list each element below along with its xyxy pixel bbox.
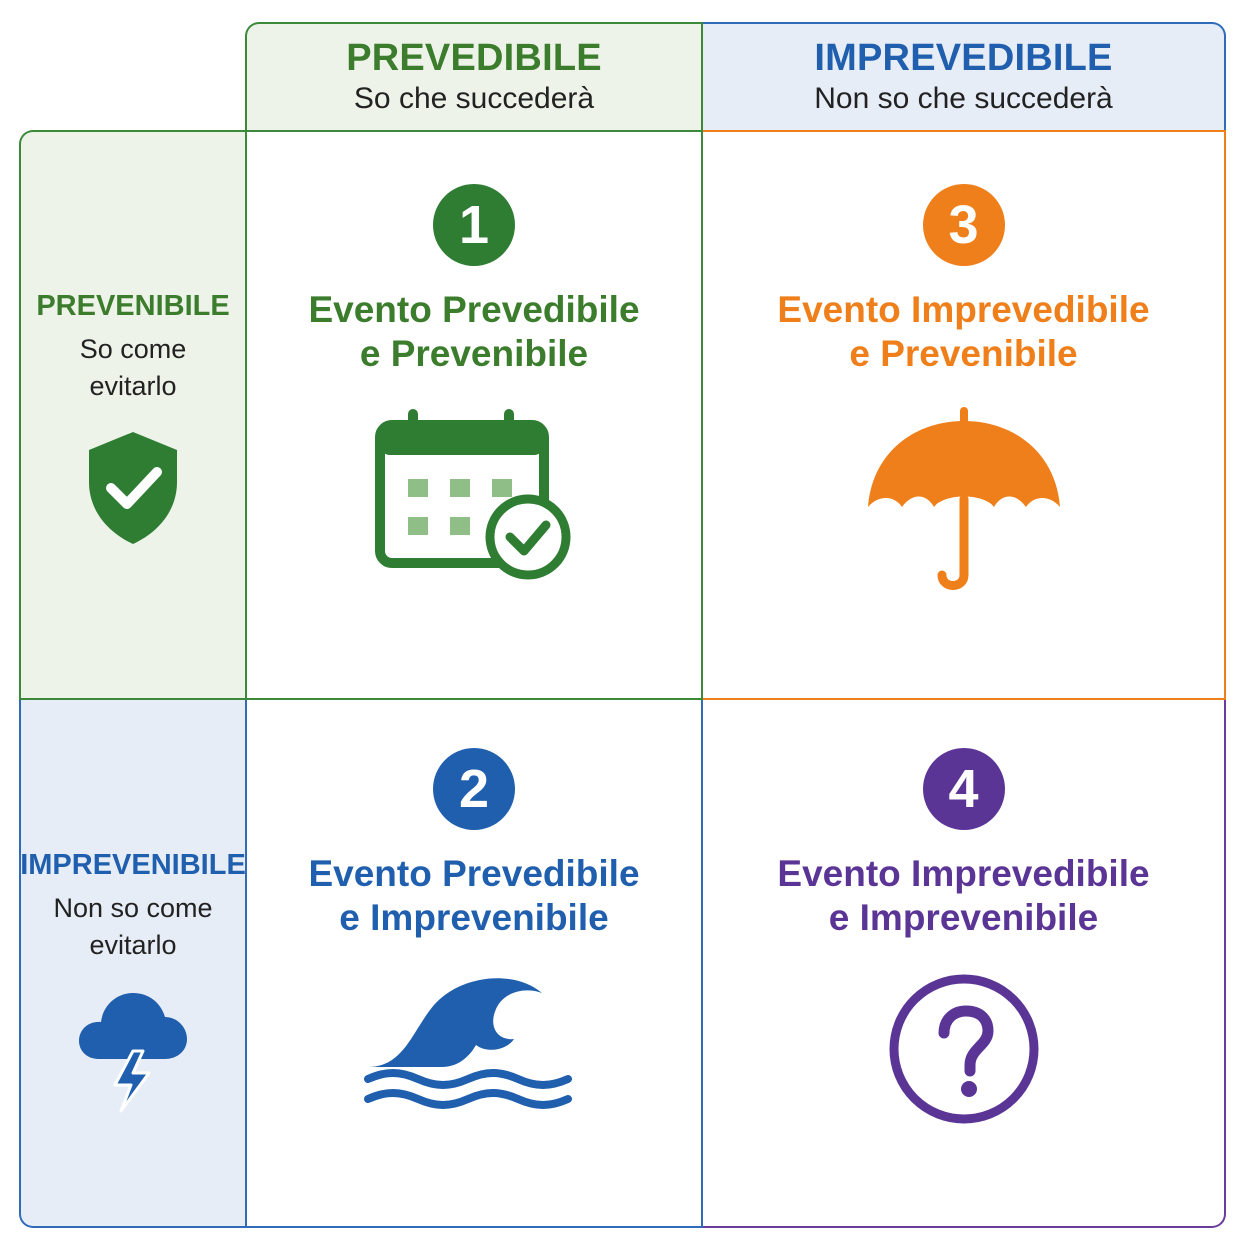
quadrant-title-line: Evento Imprevedibile [777, 853, 1150, 894]
umbrella-icon [864, 406, 1064, 602]
quadrant-title: Evento Prevedibile e Imprevenibile [308, 852, 639, 941]
question-circle-icon [886, 971, 1042, 1132]
quadrant-prevedibile-prevenibile: 1 Evento Prevedibile e Prevenibile [245, 130, 703, 700]
row-header-imprevenibile: IMPREVENIBILE Non so come evitarlo [19, 700, 246, 1228]
row-title: IMPREVENIBILE [20, 848, 246, 881]
shield-check-icon [85, 430, 181, 551]
quadrant-title-line: e Imprevenibile [828, 897, 1099, 939]
quadrant-title: Evento Prevedibile e Prevenibile [308, 288, 639, 377]
number-badge: 3 [922, 184, 1005, 266]
wave-icon [364, 971, 584, 1116]
quadrant-title: Evento Imprevedibile e Prevenibile [777, 288, 1149, 377]
column-header-prevedibile: PREVEDIBILE So che succederà [245, 22, 703, 130]
quadrant-imprevedibile-prevenibile: 3 Evento Imprevedibile e Prevenibile [703, 130, 1226, 700]
row-subtitle: So come evitarlo [79, 334, 187, 401]
column-title: IMPREVEDIBILE [814, 37, 1113, 80]
quadrant-title: Evento Imprevedibile e Imprevenibile [777, 852, 1149, 941]
column-subtitle: Non so che succederà [814, 81, 1113, 115]
row-title: PREVENIBILE [36, 289, 230, 322]
quadrant-title-line: e Prevenibile [849, 333, 1078, 375]
row-subtitle: Non so come evitarlo [53, 893, 213, 960]
number-badge: 4 [922, 748, 1005, 830]
row-header-prevenibile: PREVENIBILE So come evitarlo [19, 130, 245, 700]
column-title: PREVEDIBILE [346, 37, 602, 80]
quadrant-prevedibile-imprevenibile: 2 Evento Prevedibile e Imprevenibile [245, 700, 703, 1228]
storm-cloud-icon [77, 989, 189, 1118]
quadrant-title-line: Evento Prevedibile [308, 289, 640, 330]
quadrant-title-line: Evento Imprevedibile [777, 289, 1150, 330]
number-badge: 1 [433, 184, 515, 266]
quadrant-title-line: Evento Prevedibile [308, 853, 640, 894]
quadrant-title-line: e Prevenibile [359, 333, 589, 375]
number-badge: 2 [433, 748, 515, 830]
quadrant-imprevedibile-imprevenibile: 4 Evento Imprevedibile e Imprevenibile [703, 700, 1226, 1228]
column-subtitle: So che succederà [353, 81, 595, 115]
column-header-imprevedibile: IMPREVEDIBILE Non so che succederà [703, 22, 1226, 130]
quadrant-title-line: e Imprevenibile [339, 897, 609, 939]
calendar-check-icon [374, 407, 574, 592]
